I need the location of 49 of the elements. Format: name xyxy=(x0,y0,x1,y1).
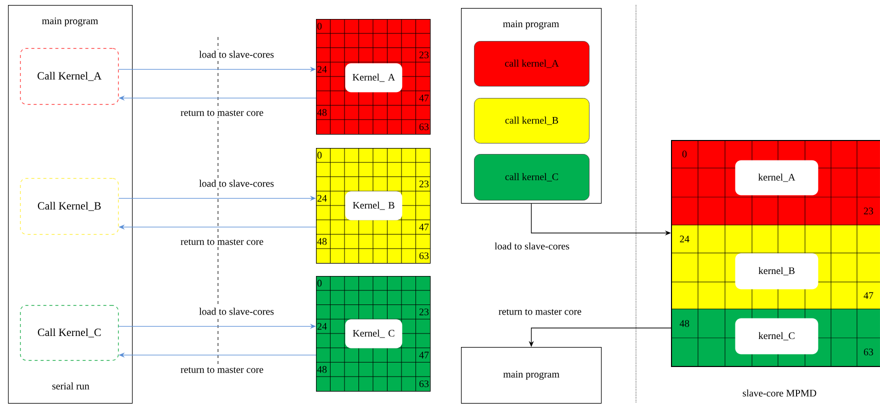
core-number: 24 xyxy=(317,323,327,330)
core-number: 48 xyxy=(317,109,327,116)
call-box: Call Kernel_A xyxy=(20,48,119,105)
edge-label: load to slave-cores xyxy=(198,50,275,59)
core-number: 0 xyxy=(317,280,322,287)
edge-label: return to master core xyxy=(180,109,265,117)
call-box: call kernel_C xyxy=(474,154,590,200)
core-number: 63 xyxy=(419,252,429,260)
call-box: Call Kernel_B xyxy=(20,178,119,235)
edge-label: load to slave-cores xyxy=(198,178,275,188)
call-box: call kernel_A xyxy=(474,41,590,86)
call-box: call kernel_B xyxy=(474,98,590,144)
box-title: main program xyxy=(503,20,560,30)
core-number: 0 xyxy=(682,150,687,158)
box-caption: serial run xyxy=(52,382,90,390)
edge-label: load to slave-cores xyxy=(494,241,570,250)
core-number: 47 xyxy=(864,292,874,299)
edge-label: return to master core xyxy=(180,366,265,374)
kernel-box: kernel_B xyxy=(735,253,818,290)
core-number: 47 xyxy=(419,94,429,102)
kernel-box: kernel_A xyxy=(735,160,818,196)
core-number: 0 xyxy=(317,22,322,30)
core-number: 24 xyxy=(680,236,690,242)
core-number: 24 xyxy=(317,195,327,202)
core-number: 47 xyxy=(419,224,429,230)
grid-caption: slave-core MPMD xyxy=(742,389,816,396)
core-number: 63 xyxy=(864,348,874,356)
core-number: 24 xyxy=(317,66,327,73)
core-number: 23 xyxy=(419,52,429,58)
edge-label: return to master core xyxy=(180,238,265,246)
core-number: 23 xyxy=(864,208,874,214)
edge-label: load to slave-cores xyxy=(198,306,275,316)
program-box: main program xyxy=(461,347,602,404)
kernel-box: Kernel_ C xyxy=(345,319,402,348)
core-number: 23 xyxy=(419,308,429,316)
core-number: 23 xyxy=(419,180,429,188)
kernel-box: Kernel_ A xyxy=(345,63,402,92)
edge-label: return to master core xyxy=(498,308,583,316)
kernel-box: kernel_C xyxy=(735,318,818,354)
core-number: 48 xyxy=(317,238,327,245)
core-number: 0 xyxy=(317,152,322,159)
core-number: 63 xyxy=(419,380,429,388)
kernel-box: Kernel_ B xyxy=(345,191,402,220)
core-number: 48 xyxy=(680,320,690,327)
core-number: 63 xyxy=(419,123,429,130)
core-number: 48 xyxy=(317,366,327,373)
core-number: 47 xyxy=(419,352,429,358)
call-box: Call Kernel_C xyxy=(20,304,119,361)
box-title: main program xyxy=(42,18,98,26)
